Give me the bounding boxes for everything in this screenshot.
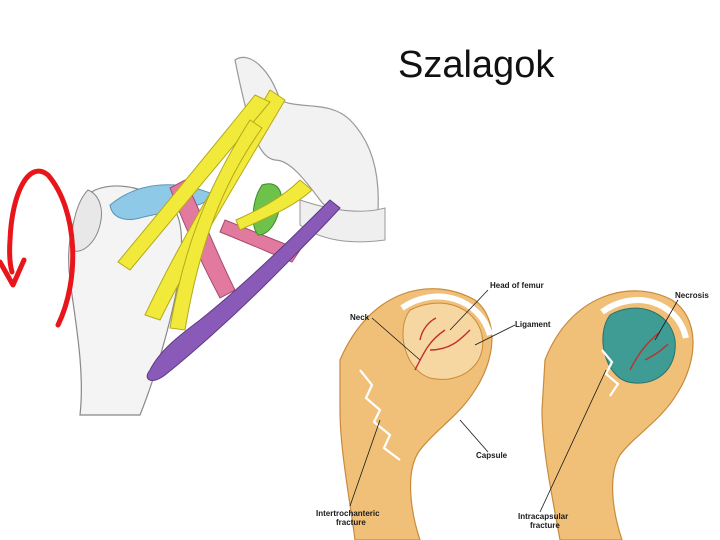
label-necrosis: Necrosis — [675, 291, 709, 300]
label-ligament: Ligament — [515, 320, 551, 329]
left-femur-head — [403, 303, 483, 379]
label-capsule: Capsule — [476, 451, 508, 460]
label-intracapsular: Intracapsular — [518, 512, 568, 521]
label-intracapsular-fracture: fracture — [530, 521, 560, 530]
rotation-arrow — [10, 171, 73, 325]
label-neck: Neck — [350, 313, 370, 322]
femur-fracture-diagram: Head of femur Neck Ligament Necrosis Cap… — [310, 270, 720, 540]
necrotic-head — [603, 308, 675, 383]
label-head-of-femur: Head of femur — [490, 281, 544, 290]
slide-title: Szalagok — [398, 44, 554, 87]
label-intertrochanteric-fracture: fracture — [336, 518, 366, 527]
label-intertrochanteric: Intertrochanteric — [316, 509, 380, 518]
